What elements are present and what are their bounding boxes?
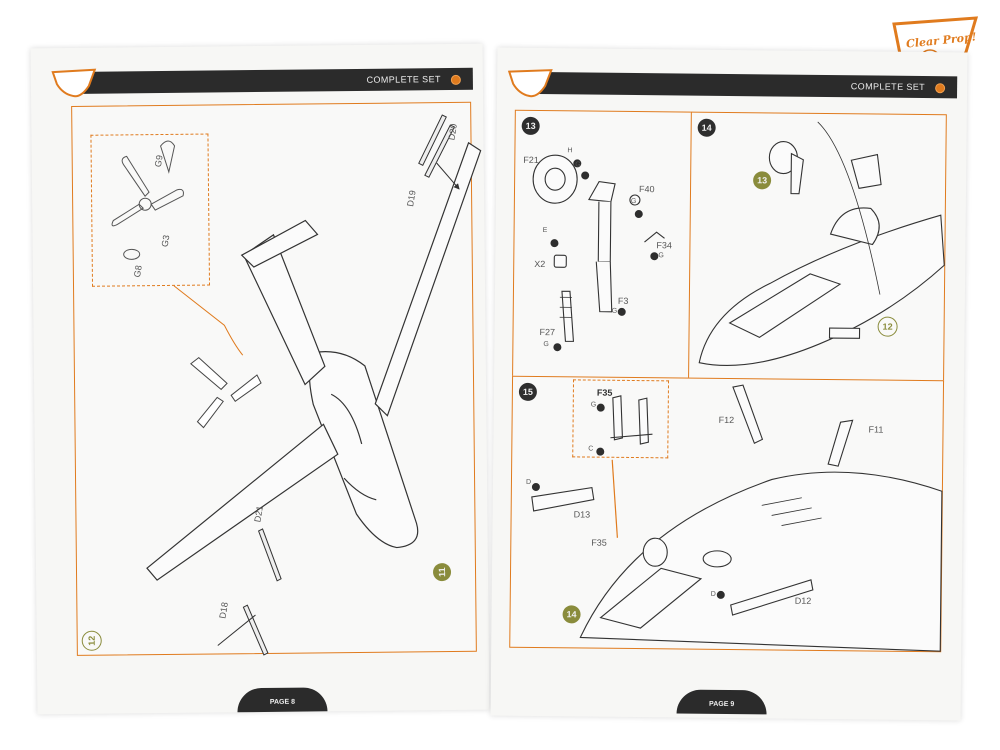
part-label-f12: F12 (718, 414, 735, 426)
part-label-f21: F21 (523, 154, 539, 165)
mini-logo-icon (51, 68, 97, 98)
part-label-f35-detail: F35 (596, 387, 613, 398)
page-number-tab: PAGE 9 (676, 689, 767, 715)
aircraft-drawing (111, 114, 482, 656)
part-label-g-f3: G (611, 307, 618, 315)
part-label-f11: F11 (868, 424, 884, 435)
step-14-panel: 14 13 12 (688, 111, 947, 383)
step-number-11: 11 (432, 563, 452, 582)
part-label-f34: F34 (656, 240, 673, 251)
step-number-12: 12 (81, 630, 102, 651)
step-13-panel: 13 F21 H G F40 G (512, 109, 693, 380)
step-15-panel: 15 14 F35 G (509, 375, 945, 653)
page-header-bar: COMPLETE SET (527, 71, 958, 99)
header-dot-icon (450, 74, 461, 85)
part-label-d-right: D (710, 590, 716, 598)
part-label-f3: F3 (617, 295, 629, 306)
part-label-h: H (567, 147, 573, 155)
page-header-title: COMPLETE SET (366, 74, 441, 85)
page-number-label: PAGE 9 (709, 700, 735, 708)
part-label-d13: D13 (573, 509, 591, 520)
part-label-g9: G9 (152, 154, 165, 168)
step-frame-main: G9 G3 G8 D19 D20 D21 D18 11 12 (71, 101, 482, 656)
part-label-g-f40: G (630, 197, 637, 206)
part-label-d12: D12 (794, 595, 812, 606)
landing-gear-drawing (532, 154, 665, 352)
page-number-label: PAGE 8 (269, 698, 295, 706)
part-label-g-wheel: G (575, 161, 581, 169)
part-label-e: E (542, 227, 548, 235)
instruction-page-right: COMPLETE SET 13 (490, 47, 968, 721)
part-label-g3: G3 (159, 234, 172, 248)
part-label-f40: F40 (638, 184, 655, 195)
part-label-g-f27: G (543, 341, 549, 349)
part-label-f27: F27 (539, 327, 556, 338)
page-header-bar: COMPLETE SET (70, 67, 473, 94)
part-label-g-f34: G (658, 252, 664, 260)
part-label-g-f35: G (590, 401, 597, 409)
instruction-page-left: COMPLETE SET (30, 43, 490, 715)
part-label-f35: F35 (591, 537, 607, 548)
part-label-x2: X2 (534, 258, 546, 270)
cockpit-assembly-drawing (531, 384, 943, 652)
page-number-tab: PAGE 8 (237, 687, 328, 713)
cockpit-floor-drawing (698, 121, 945, 367)
part-label-d-left: D (525, 478, 532, 486)
mini-logo-icon (507, 68, 553, 98)
page-header-title: COMPLETE SET (850, 81, 926, 93)
part-label-c: C (588, 445, 594, 453)
part-label-g8: G8 (131, 264, 144, 279)
header-dot-icon (935, 83, 946, 94)
